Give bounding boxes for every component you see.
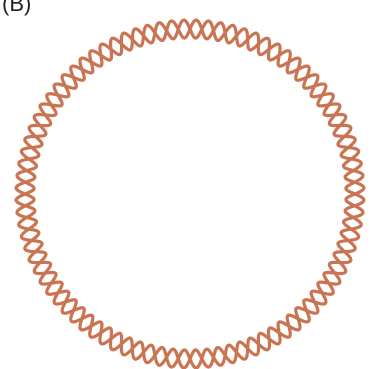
helix-strand-2 [16, 20, 364, 368]
helix-strand-1 [16, 20, 364, 368]
